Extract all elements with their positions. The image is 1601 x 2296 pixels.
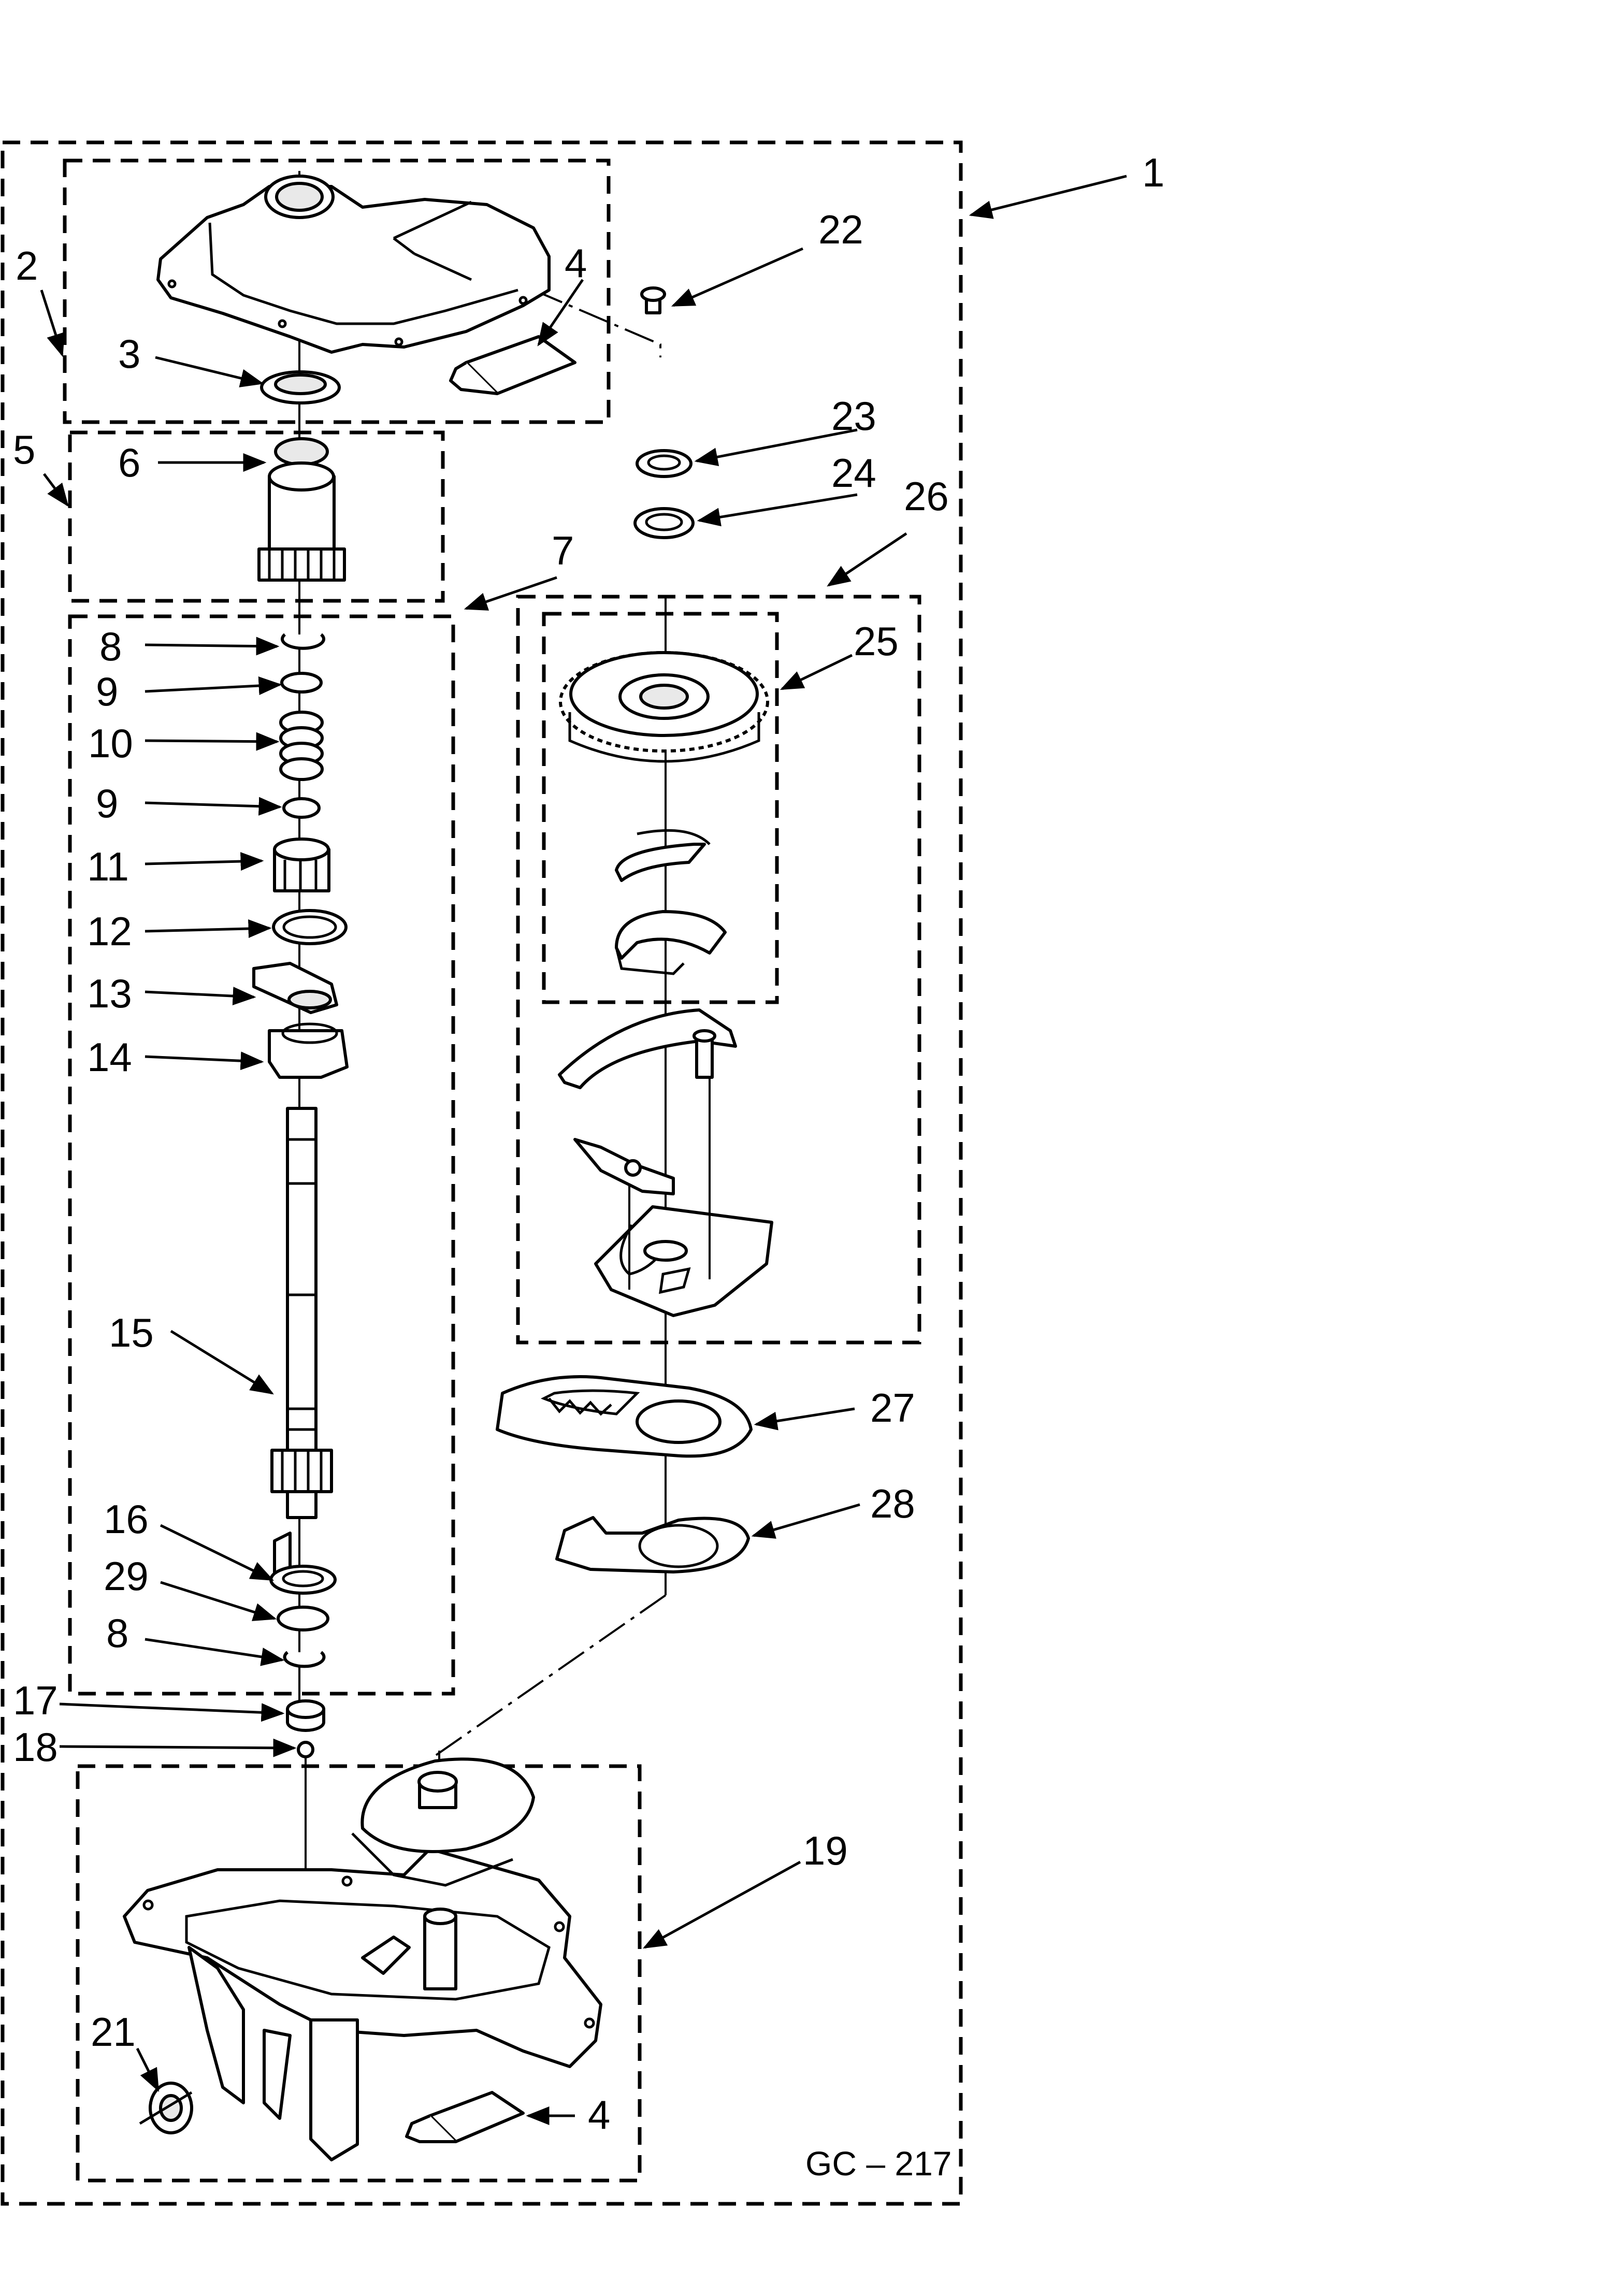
callout-25: 25 (854, 618, 899, 664)
sealant-tube-bottom (405, 2091, 525, 2143)
callout-4-top: 4 (565, 240, 587, 286)
box-shaft-assembly-7 (68, 614, 455, 1696)
screw-22 (640, 286, 666, 314)
ball-18 (297, 1741, 314, 1758)
callout-2: 2 (16, 243, 38, 288)
callout-21: 21 (91, 2009, 136, 2055)
callout-27: 27 (870, 1385, 915, 1431)
callout-18: 18 (13, 1724, 58, 1770)
box-pinion-assembly-5 (68, 430, 445, 603)
diagram-code: GC – 217 (805, 2144, 952, 2183)
shift-plate (594, 1077, 773, 1317)
callout-6: 6 (118, 440, 140, 485)
callout-26: 26 (904, 473, 949, 519)
callout-16: 16 (104, 1496, 149, 1542)
callout-29: 29 (104, 1553, 149, 1599)
callout-4-bottom: 4 (588, 2092, 610, 2138)
box-base-assembly-19 (76, 1764, 642, 2183)
box-cover-assembly-2 (63, 158, 611, 424)
pinion-6 (257, 437, 346, 582)
callout-11: 11 (87, 844, 129, 889)
lever-28 (555, 1516, 750, 1573)
shift-lever (558, 1008, 737, 1195)
callout-28: 28 (870, 1481, 915, 1526)
clutch-ring-upper (615, 829, 711, 882)
gearcase-cover (156, 175, 551, 354)
callout-8-top: 8 (99, 624, 122, 669)
callout-10: 10 (88, 720, 133, 766)
box-shift-assembly-26 (516, 595, 921, 1345)
callouts: 1 2 3 4 5 6 7 8 9 10 9 11 12 13 14 15 16… (13, 150, 1164, 2183)
callout-9-top: 9 (96, 669, 118, 714)
box-gearcase-assembly-1 (1, 140, 963, 2206)
callout-14: 14 (87, 1034, 132, 1080)
callout-15: 15 (109, 1310, 154, 1355)
washer-21 (139, 2082, 193, 2134)
seal-3 (260, 370, 341, 405)
washer-24 (633, 507, 695, 539)
callout-1: 1 (1142, 150, 1164, 195)
callout-22: 22 (818, 207, 863, 252)
assembly-boxes (1, 140, 963, 2206)
callout-7: 7 (552, 528, 574, 573)
bearing-17 (286, 1699, 325, 1732)
clutch-ring-lower (615, 910, 727, 975)
callout-17: 17 (13, 1678, 58, 1723)
washer-23 (636, 449, 693, 478)
callout-9-lower: 9 (96, 781, 118, 826)
leader-lines (40, 175, 1127, 2125)
sealant-tube-top (449, 335, 576, 395)
cam-27 (496, 1375, 753, 1458)
gearcase-base-19 (123, 1757, 602, 2161)
callout-12: 12 (87, 908, 132, 954)
callout-24: 24 (831, 450, 876, 496)
callout-8-lower: 8 (106, 1610, 128, 1656)
callout-13: 13 (87, 971, 132, 1016)
callout-5: 5 (13, 427, 35, 472)
box-gear-assembly-25 (542, 612, 779, 1004)
callout-23: 23 (831, 393, 876, 439)
shaft-assembly-components (252, 633, 349, 1668)
callout-3: 3 (118, 331, 140, 377)
callout-19: 19 (803, 1828, 848, 1873)
drive-gear-25 (559, 651, 769, 763)
